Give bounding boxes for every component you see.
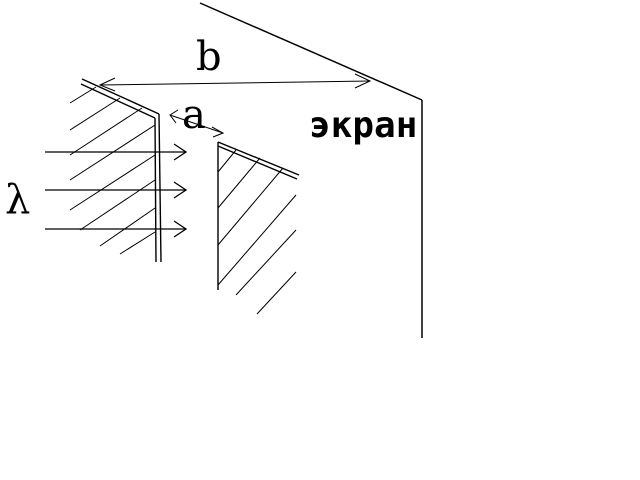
dimension-b-line xyxy=(99,80,371,86)
dimension-b-arrow-right xyxy=(354,73,372,89)
label-lambda: λ xyxy=(5,177,30,223)
dimension-b xyxy=(98,73,372,92)
dimension-a-arrow-right xyxy=(211,126,225,138)
incident-wave-arrows xyxy=(45,143,188,238)
dimension-b-arrow-left xyxy=(98,77,116,92)
label-screen: экран xyxy=(309,105,417,146)
label-b: b xyxy=(196,34,222,80)
dimension-a xyxy=(169,109,225,138)
label-a: a xyxy=(182,92,206,138)
screen xyxy=(199,2,423,338)
left-barrier xyxy=(69,78,162,263)
dimension-a-line xyxy=(169,114,224,134)
right-barrier xyxy=(217,141,300,315)
dimension-a-arrow-left xyxy=(169,109,179,124)
